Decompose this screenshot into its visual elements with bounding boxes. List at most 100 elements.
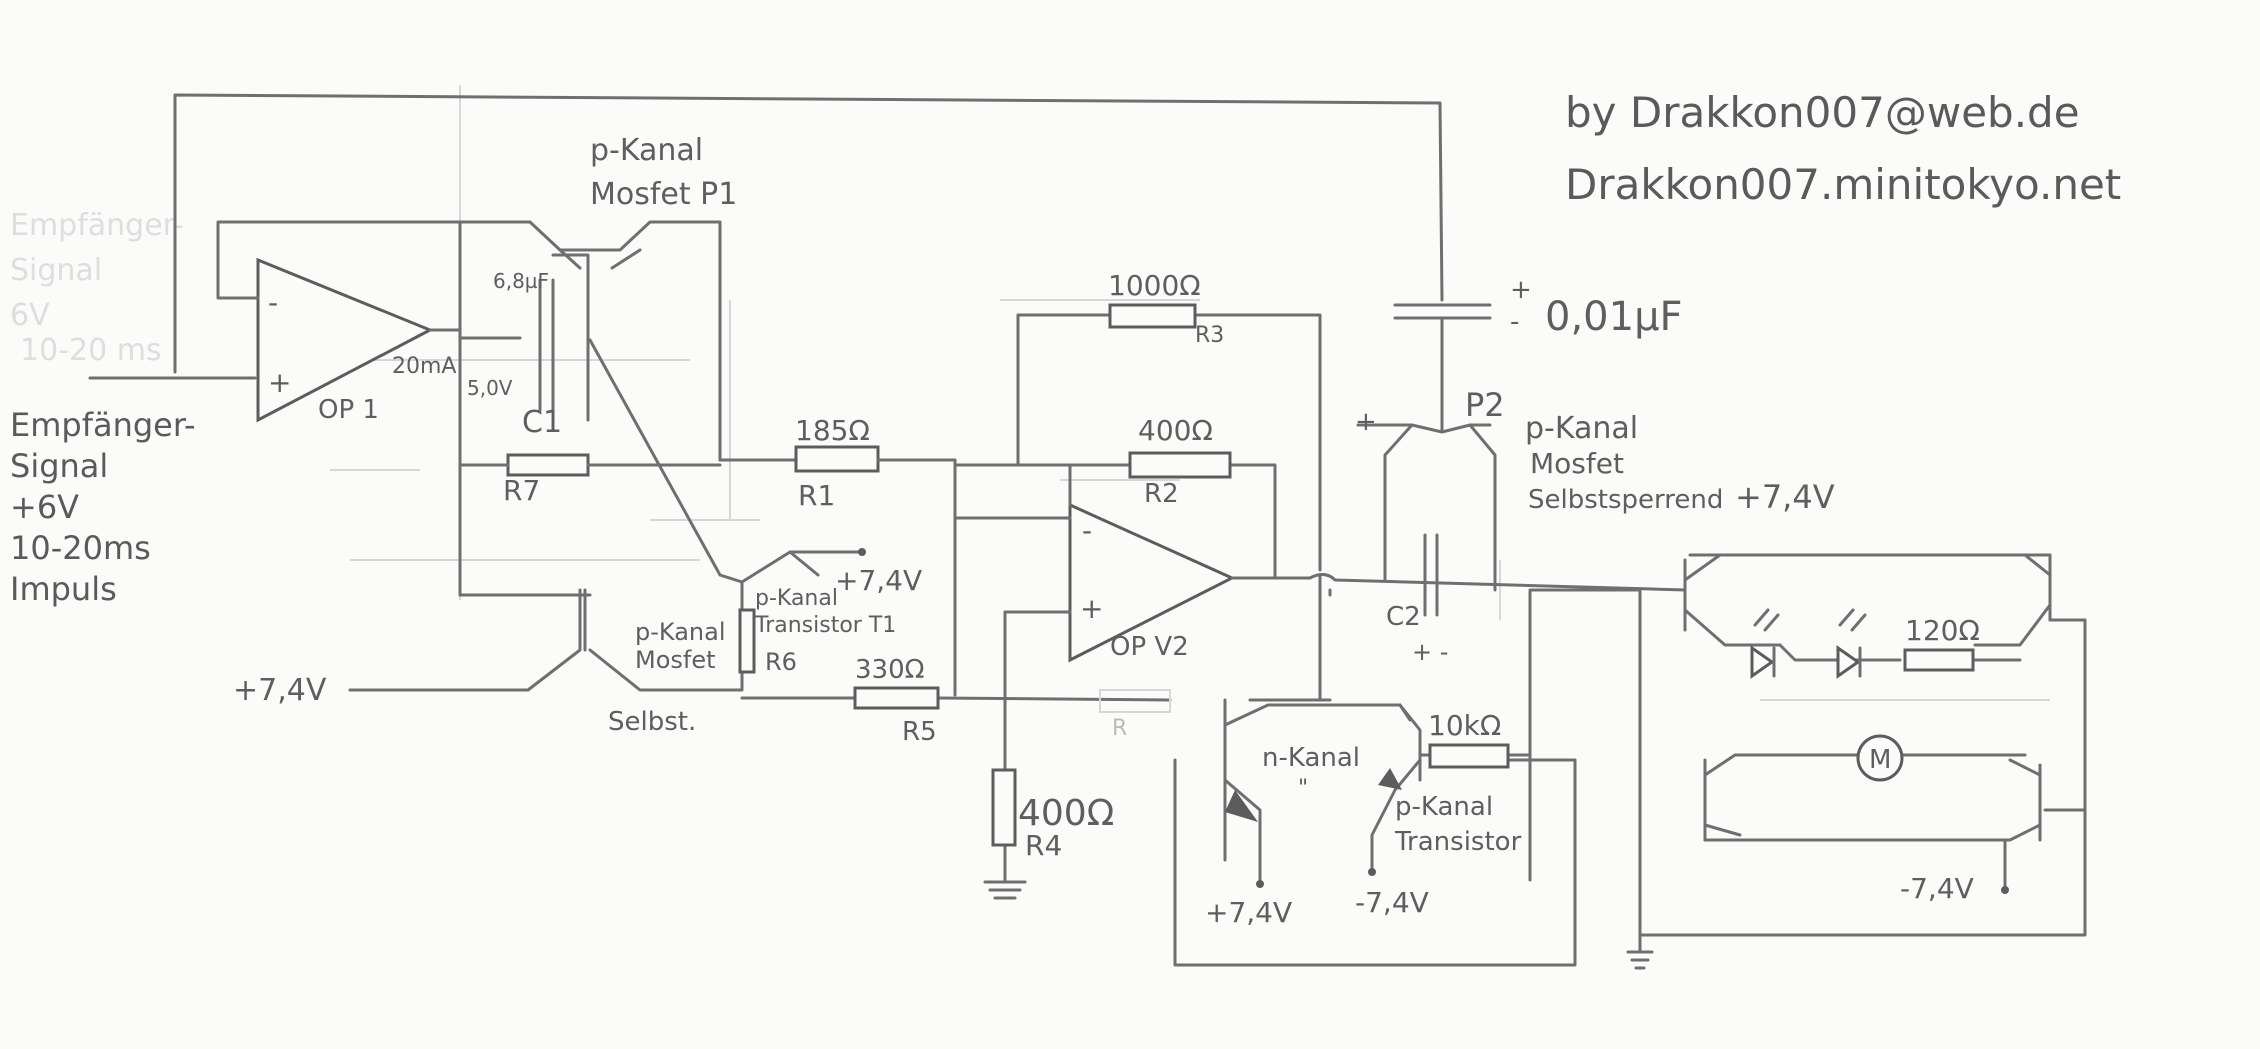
cap-top-value: 0,01µF [1545, 294, 1683, 340]
mosfet-left-1: p-Kanal [635, 618, 726, 646]
author-site: Drakkon007.minitokyo.net [1565, 160, 2122, 209]
transistor-n [1173, 698, 1577, 967]
op-amp-op2 [1068, 502, 1236, 663]
resistor-r5 [853, 686, 940, 710]
cap-top-plus: + [1510, 275, 1532, 305]
wire-r5 [740, 696, 1172, 702]
op1-label: OP 1 [318, 395, 379, 425]
p1-label-2: Mosfet P1 [590, 177, 737, 212]
p2-desc-1: p-Kanal [1525, 411, 1638, 446]
wire-op1-feedback [216, 220, 532, 300]
t1-supply: +7,4V [835, 564, 922, 597]
svg-text:10-20 ms: 10-20 ms [20, 333, 162, 368]
resistor-r1 [794, 445, 880, 473]
minus74-right: -7,4V [1900, 872, 1974, 905]
p-transistor-1: p-Kanal [1395, 792, 1493, 822]
resistor-r2 [1128, 451, 1232, 479]
svg-text:Empfänger-: Empfänger- [10, 208, 184, 243]
c1-value: 6,8µF [493, 269, 549, 293]
transistor-t1 [740, 550, 864, 584]
n-kanal-sub: " [1298, 776, 1308, 801]
author-email: by Drakkon007@web.de [1565, 88, 2080, 137]
minus74-bottom: -7,4V [1355, 886, 1429, 919]
wire-right-box [1248, 573, 1532, 882]
wire-leds [1778, 643, 2022, 662]
transistor-hb-tl [1683, 553, 1782, 647]
r4-value: 400Ω [1018, 793, 1114, 834]
c1-voltage: 5,0V [467, 376, 513, 400]
wire-r2-loop [1068, 463, 1277, 580]
svg-text:Signal: Signal [10, 253, 102, 288]
c1-label: C1 [522, 405, 562, 440]
plus74-bottom: +7,4V [1205, 896, 1292, 929]
led-res-value: 120Ω [1905, 614, 1980, 647]
wire-c1-top [551, 253, 590, 422]
wire-left-bus [458, 220, 592, 597]
r5-label: R5 [902, 717, 937, 747]
op2-label: OP V2 [1110, 632, 1189, 662]
resistor-r6 [738, 608, 756, 674]
svg-text:6V: 6V [10, 298, 50, 333]
led-1 [1750, 645, 1775, 679]
r10k-value: 10kΩ [1428, 709, 1501, 742]
dot-minus74-right [2001, 886, 2009, 894]
p2-label: P2 [1465, 386, 1505, 424]
mosfet-left-2: Mosfet [635, 646, 716, 674]
op1-output-current: 20mA [392, 354, 456, 379]
r4-label: R4 [1025, 829, 1062, 862]
transistor-p [1370, 703, 1422, 872]
motor [1856, 734, 1904, 782]
dot-minus74-bottom [1368, 868, 1376, 876]
mosfet-p1 [528, 220, 722, 462]
motor-label: M [1869, 745, 1891, 775]
p2-plus: + [1355, 407, 1377, 437]
input-signal-label: Empfänger- Signal +6V 10-20ms Impuls [10, 406, 196, 608]
p1-label-1: p-Kanal [590, 133, 703, 168]
resistor-120 [1903, 648, 1975, 672]
r2-label: R2 [1144, 479, 1179, 509]
t1-desc-1: p-Kanal [755, 586, 838, 611]
t1-supply-dot [858, 548, 866, 556]
capacitor-top [1393, 303, 1492, 320]
resistor-10k [1428, 743, 1510, 769]
r7-label: R7 [503, 474, 540, 507]
r3-label: R3 [1195, 323, 1224, 348]
capacitor-c1 [538, 278, 555, 412]
r2-value: 400Ω [1138, 414, 1213, 447]
p2-desc-2: Mosfet [1530, 447, 1624, 480]
led-2 [1836, 645, 1861, 679]
resistor-faint [1099, 689, 1171, 713]
n-kanal-label: n-Kanal [1262, 743, 1360, 773]
c2-label: C2 [1386, 602, 1421, 632]
r5-value: 330Ω [855, 655, 925, 685]
n-transistor-arrow [1225, 790, 1258, 822]
ground-r4 [983, 880, 1027, 900]
op2-plus: + [1080, 592, 1103, 625]
capacitor-c2 [1423, 533, 1439, 617]
selbst-label: Selbst. [608, 707, 696, 737]
p-transistor-2: Transistor [1394, 827, 1522, 857]
dot-plus74-bottom [1256, 880, 1264, 888]
r-faint-label: R [1112, 716, 1127, 741]
plus74-left: +7,4V [233, 673, 327, 708]
r1-value: 185Ω [795, 414, 870, 447]
wire-hbridge-left [1528, 588, 2087, 937]
op1-minus: - [268, 286, 278, 319]
cap-top-minus: - [1510, 307, 1519, 337]
resistor-r4 [991, 768, 1017, 847]
op1-plus: + [268, 366, 291, 399]
c2-marks: + - [1412, 638, 1448, 666]
ghost-traces: Empfänger- Signal 6V 10-20 ms [10, 85, 2050, 701]
t1-desc-2: Transistor T1 [754, 613, 896, 638]
r6-label: R6 [765, 648, 797, 676]
wire-r1-out [876, 458, 957, 697]
resistor-r7 [506, 453, 590, 477]
led-2-bar [1838, 608, 1867, 678]
plus74-right: +7,4V [1735, 478, 1835, 516]
op-amp-op1 [256, 257, 434, 423]
led-1-bar [1753, 608, 1780, 678]
transistor-hb-bl [1703, 753, 2027, 842]
transistor-hb-br [1703, 758, 2042, 842]
